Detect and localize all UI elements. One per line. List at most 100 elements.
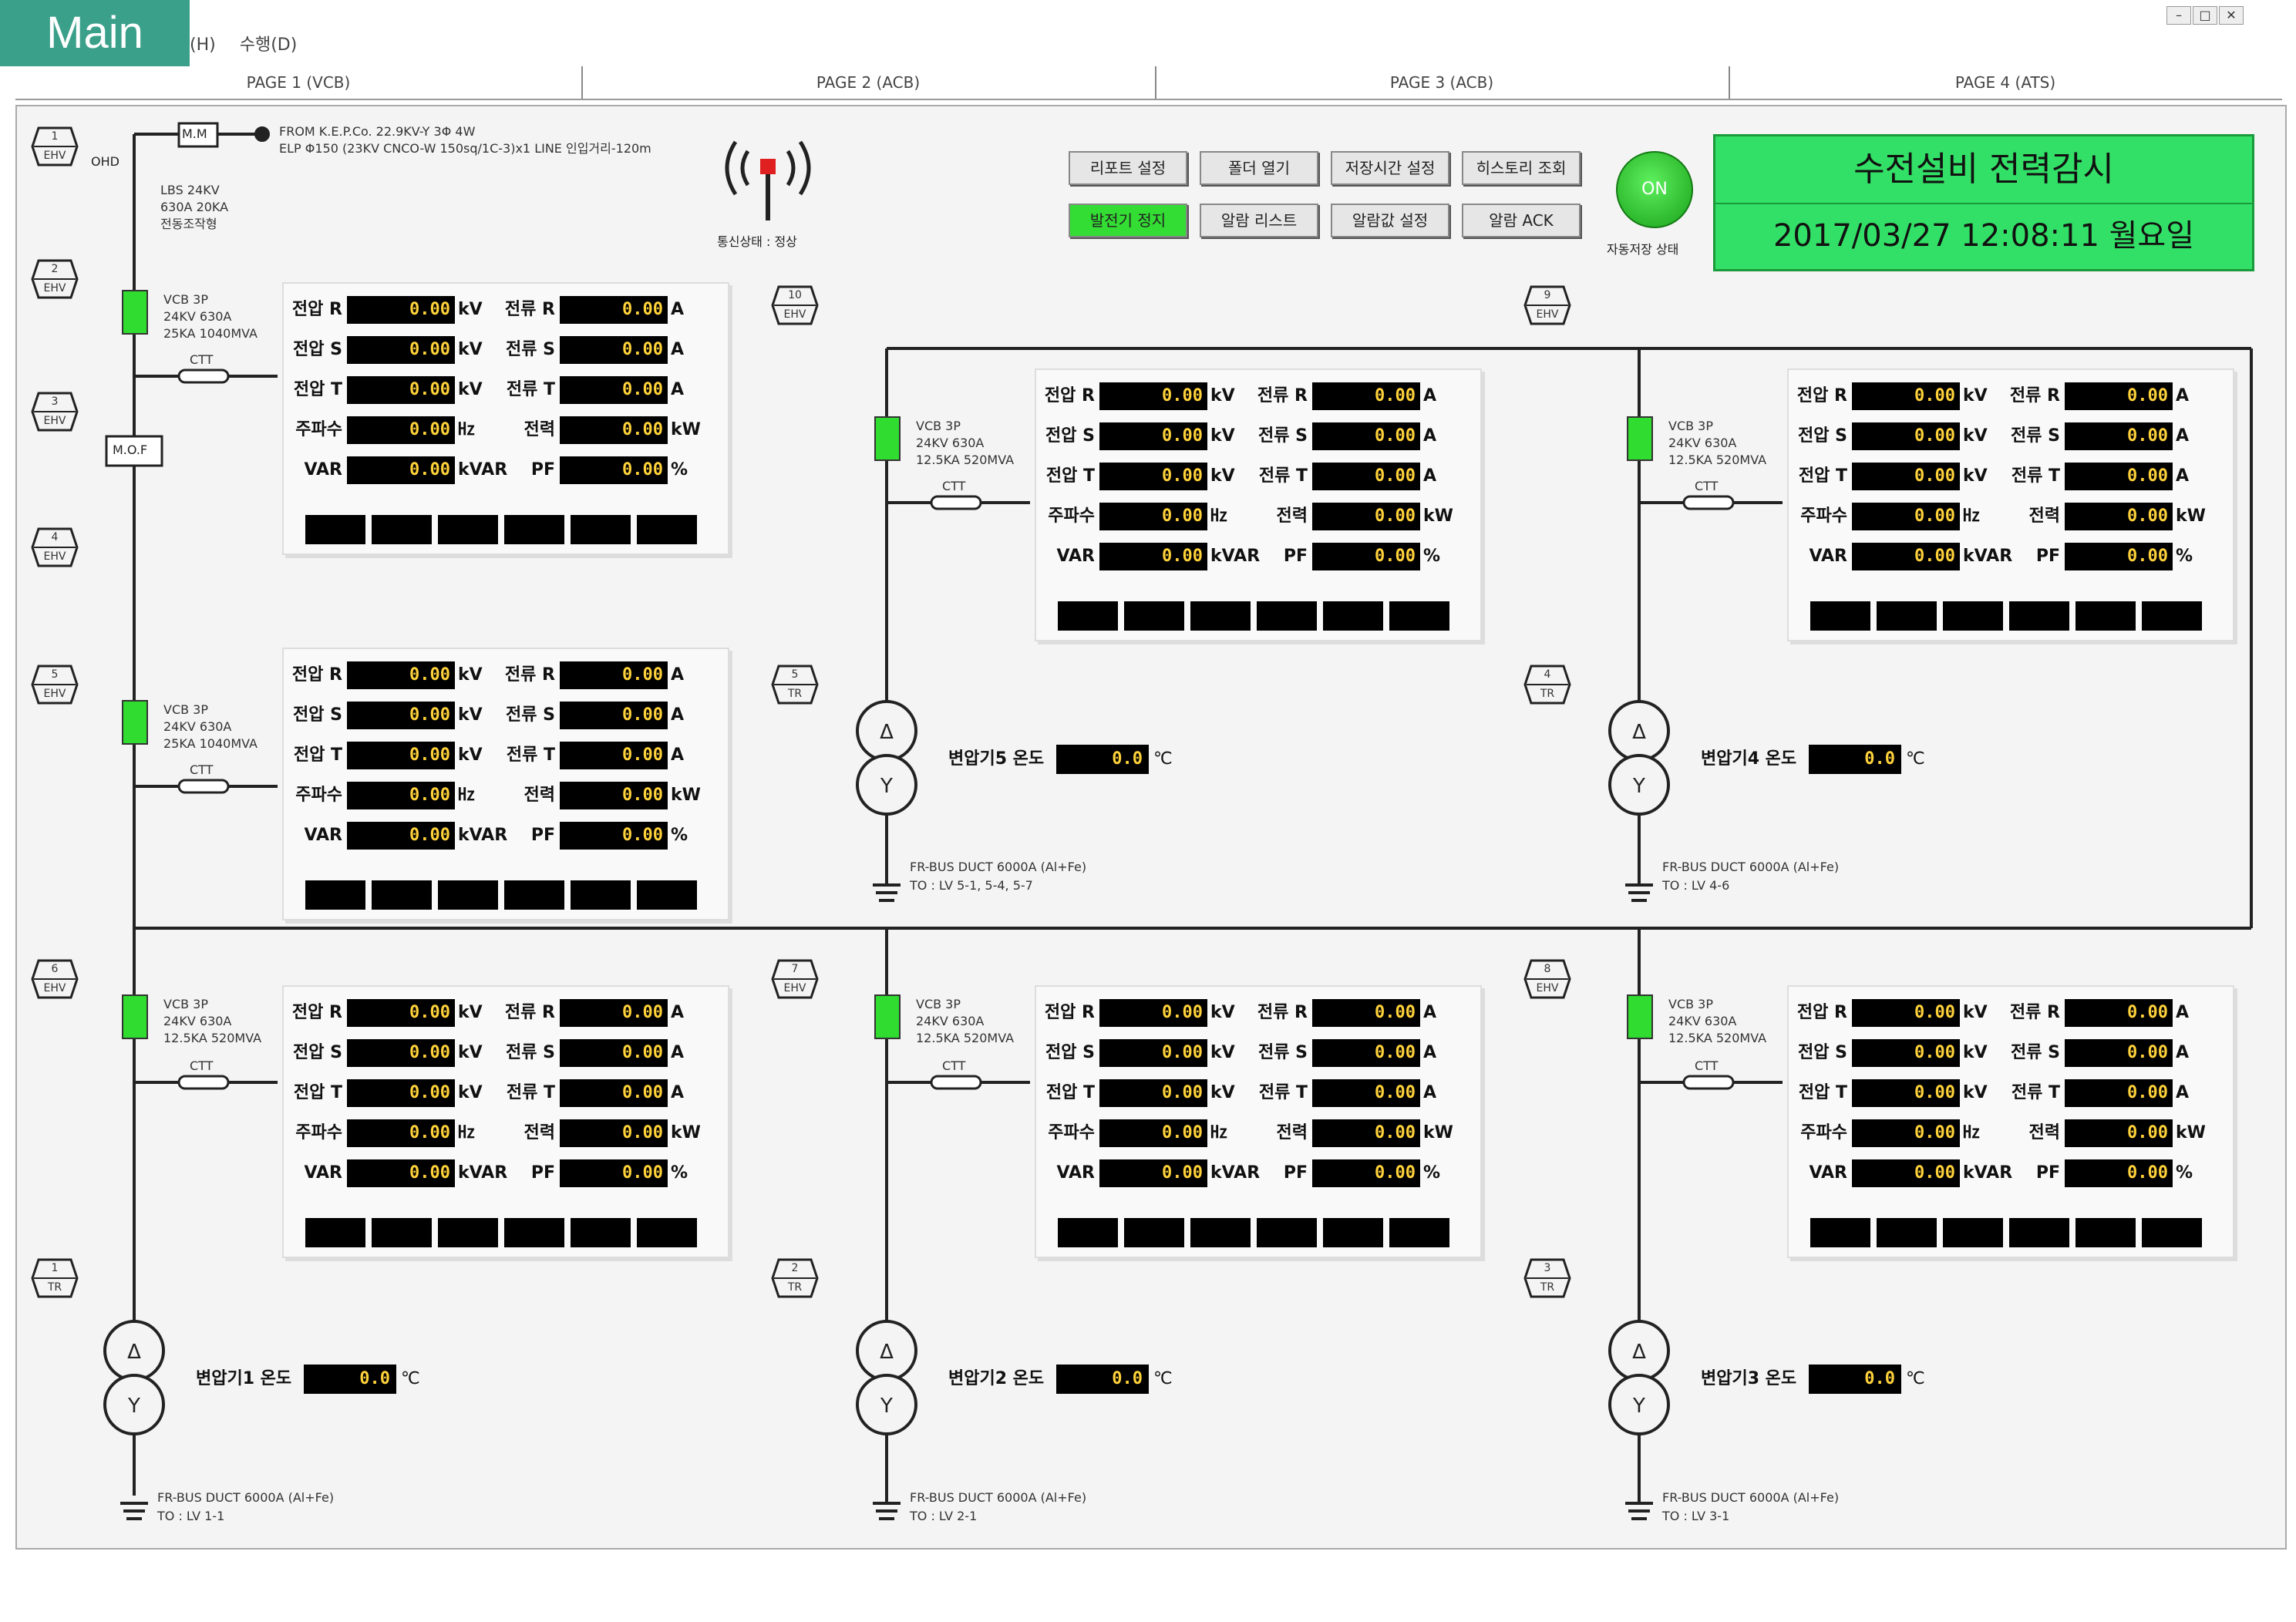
meter-label: 전압 T — [293, 380, 342, 399]
meter-unit: kVAR — [458, 826, 508, 845]
save-time-settings-button[interactable]: 저장시간 설정 — [1331, 151, 1449, 185]
maximize-icon[interactable]: □ — [2193, 6, 2217, 25]
meter-value: 0.00 — [1852, 422, 1960, 450]
svg-text:Δ: Δ — [880, 1341, 894, 1364]
report-settings-button[interactable]: 리포트 설정 — [1069, 151, 1187, 185]
meter-value: 0.00 — [1099, 1159, 1207, 1187]
meter-unit: ㎐ — [1210, 506, 1228, 526]
alarm-indicator — [438, 515, 498, 544]
meter-unit: A — [1423, 386, 1437, 406]
vcb-breaker[interactable] — [1622, 985, 1658, 1048]
meter-label: 전류 T — [506, 380, 555, 399]
meter-value: 0.00 — [1099, 999, 1207, 1027]
meter-label: 전압 S — [293, 1043, 342, 1062]
alarm-indicator — [1323, 601, 1383, 631]
meter-label: VAR — [304, 1163, 343, 1183]
meter-unit: kW — [1423, 1123, 1453, 1142]
tag-type: EHV — [43, 415, 66, 427]
meter-unit: kV — [1963, 386, 1988, 406]
meter-label: 전력 — [2028, 1123, 2060, 1142]
meter-label: 전압 T — [1045, 1083, 1095, 1102]
menu-run[interactable]: 수행(D) — [239, 35, 298, 55]
meter-unit: kV — [1963, 426, 1988, 446]
meter-unit: kV — [458, 380, 483, 399]
auto-save-lamp[interactable]: ON — [1616, 151, 1693, 228]
vcb-breaker[interactable] — [870, 407, 905, 470]
meter-unit: A — [671, 705, 685, 725]
alarm-list-button[interactable]: 알람 리스트 — [1200, 204, 1318, 237]
meter-value: 0.00 — [347, 1039, 455, 1067]
tag-hexagon-icon — [771, 959, 819, 999]
mof-label: M.O.F — [113, 443, 148, 457]
meter-label: PF — [1283, 1163, 1308, 1183]
meter-label: 전력 — [2028, 506, 2060, 526]
bus-duct-destination: TO : LV 3-1 — [1662, 1509, 1730, 1523]
meter-value: 0.00 — [347, 296, 455, 324]
history-view-button[interactable]: 히스토리 조회 — [1462, 151, 1581, 185]
meter-unit: kV — [1963, 1043, 1988, 1062]
minimize-icon[interactable]: – — [2166, 6, 2191, 25]
open-folder-button[interactable]: 폴더 열기 — [1200, 151, 1318, 185]
alarm-settings-button[interactable]: 알람값 설정 — [1331, 204, 1449, 237]
close-icon[interactable]: ✕ — [2219, 6, 2244, 25]
meter-unit: kV — [1210, 386, 1235, 406]
clock-display: 2017/03/27 12:08:11 월요일 — [1772, 218, 2195, 254]
vcb-breaker[interactable] — [117, 281, 153, 344]
main-corner-tag: Main — [0, 0, 190, 66]
meter-label: 주파수 — [1800, 506, 1847, 526]
tag-type: EHV — [43, 282, 66, 294]
meter-unit: A — [2176, 426, 2190, 446]
alarm-indicator — [372, 515, 432, 544]
meter-unit: ㎐ — [458, 420, 476, 439]
meter-unit: kV — [1963, 1083, 1988, 1102]
alarm-indicator — [1810, 601, 1870, 631]
vcb-breaker[interactable] — [1622, 407, 1658, 470]
meter-label: PF — [2035, 547, 2060, 566]
tag-hexagon-icon — [31, 1258, 79, 1298]
generator-stop-button[interactable]: 발전기 정지 — [1069, 204, 1187, 237]
meter-label: 전압 R — [1044, 386, 1095, 406]
tab-page-1[interactable]: PAGE 1 (VCB) — [15, 66, 583, 99]
meter-value: 0.00 — [1312, 503, 1420, 530]
meter-value: 0.00 — [1312, 1159, 1420, 1187]
meter-unit: kV — [1210, 1043, 1235, 1062]
meter-value: 0.00 — [1852, 1159, 1960, 1187]
ct-label: CTT — [942, 479, 966, 493]
vcb-spec: VCB 3P 24KV 630A 12.5KA 520MVA — [163, 997, 262, 1045]
tag-number: 4 — [1544, 668, 1551, 681]
menu-help[interactable]: (H) — [190, 35, 216, 55]
tab-page-4[interactable]: PAGE 4 (ATS) — [1954, 73, 2056, 92]
meter-value: 0.00 — [1852, 1119, 1960, 1147]
vcb-breaker[interactable] — [117, 985, 153, 1048]
meter-unit: % — [671, 460, 688, 480]
tab-page-2[interactable]: PAGE 2 (ACB) — [581, 66, 1156, 99]
vcb-spec: VCB 3P 24KV 630A 12.5KA 520MVA — [916, 419, 1015, 467]
meter-unit: A — [671, 665, 685, 685]
comm-status: 통신상태 : 정상 — [717, 234, 797, 249]
meter-unit: kV — [458, 340, 483, 359]
alarm-ack-button[interactable]: 알람 ACK — [1462, 204, 1581, 237]
meter-unit: kV — [1963, 1003, 1988, 1022]
vcb-breaker[interactable] — [870, 985, 905, 1048]
meter-value: 0.00 — [2065, 382, 2173, 410]
tab-page-3[interactable]: PAGE 3 (ACB) — [1155, 66, 1730, 99]
alarm-indicator — [2075, 1218, 2136, 1247]
vcb-breaker[interactable] — [117, 691, 153, 754]
